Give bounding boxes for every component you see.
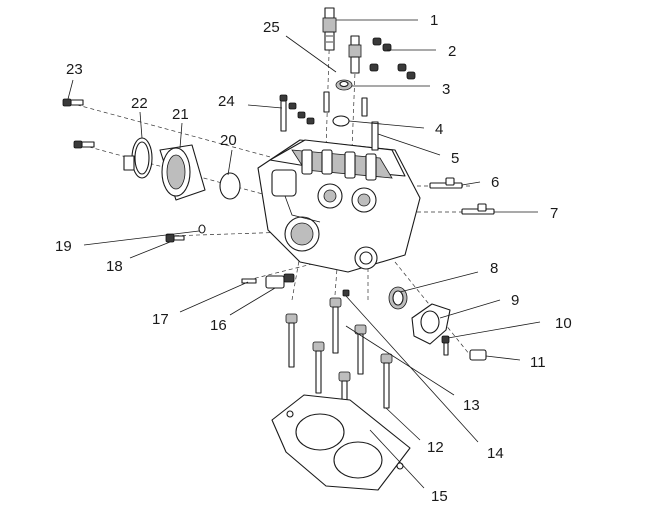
callout-4: 4 xyxy=(435,121,443,138)
intake-boot-21 xyxy=(159,144,206,201)
callout-12: 12 xyxy=(427,439,444,456)
callout-20: 20 xyxy=(220,132,237,149)
cylinder-head xyxy=(257,139,421,273)
bolt-18 xyxy=(165,233,185,243)
tube-seal-3 xyxy=(335,79,353,91)
intake-clamp-22 xyxy=(123,137,153,179)
thermostat-housing-9 xyxy=(411,303,451,345)
callout-labels: 1 2 3 4 5 6 7 8 9 10 11 12 13 14 15 16 1… xyxy=(55,12,572,505)
sensor-16 xyxy=(265,273,295,289)
callout-10: 10 xyxy=(555,315,572,332)
valve-5 xyxy=(371,121,379,151)
callout-22: 22 xyxy=(131,95,148,112)
screw-23b xyxy=(73,140,95,149)
callout-19: 19 xyxy=(55,238,72,255)
studs-6 xyxy=(429,177,463,189)
callout-23: 23 xyxy=(66,61,83,78)
valve-caps-2 xyxy=(369,37,416,80)
callout-17: 17 xyxy=(152,311,169,328)
callout-24: 24 xyxy=(218,93,235,110)
callout-9: 9 xyxy=(511,292,519,309)
callout-8: 8 xyxy=(490,260,498,277)
bolts-24 xyxy=(279,91,368,132)
callout-14: 14 xyxy=(487,445,504,462)
callout-25: 25 xyxy=(263,19,280,36)
callout-7: 7 xyxy=(550,205,558,222)
callout-21: 21 xyxy=(172,106,189,123)
studs-7 xyxy=(461,203,495,215)
screw-23 xyxy=(62,98,84,107)
callout-3: 3 xyxy=(442,81,450,98)
washer-19 xyxy=(198,224,206,234)
callout-1: 1 xyxy=(430,12,438,29)
pin-17 xyxy=(241,278,257,284)
spark-plug-25 xyxy=(348,35,362,74)
callout-11: 11 xyxy=(530,354,546,371)
leader-lines xyxy=(67,19,541,489)
callout-18: 18 xyxy=(106,258,123,275)
callout-5: 5 xyxy=(451,150,459,167)
callout-6: 6 xyxy=(491,174,499,191)
o-ring-20 xyxy=(219,172,241,200)
callout-15: 15 xyxy=(431,488,448,505)
spark-plug-1 xyxy=(322,7,337,51)
head-gasket-15 xyxy=(271,394,411,491)
o-ring-4 xyxy=(332,115,350,127)
thermostat-8 xyxy=(388,286,408,310)
callout-13: 13 xyxy=(463,397,480,414)
callout-16: 16 xyxy=(210,317,227,334)
bolt-10 xyxy=(441,335,450,356)
callout-2: 2 xyxy=(448,43,456,60)
fitting-11 xyxy=(469,349,487,361)
